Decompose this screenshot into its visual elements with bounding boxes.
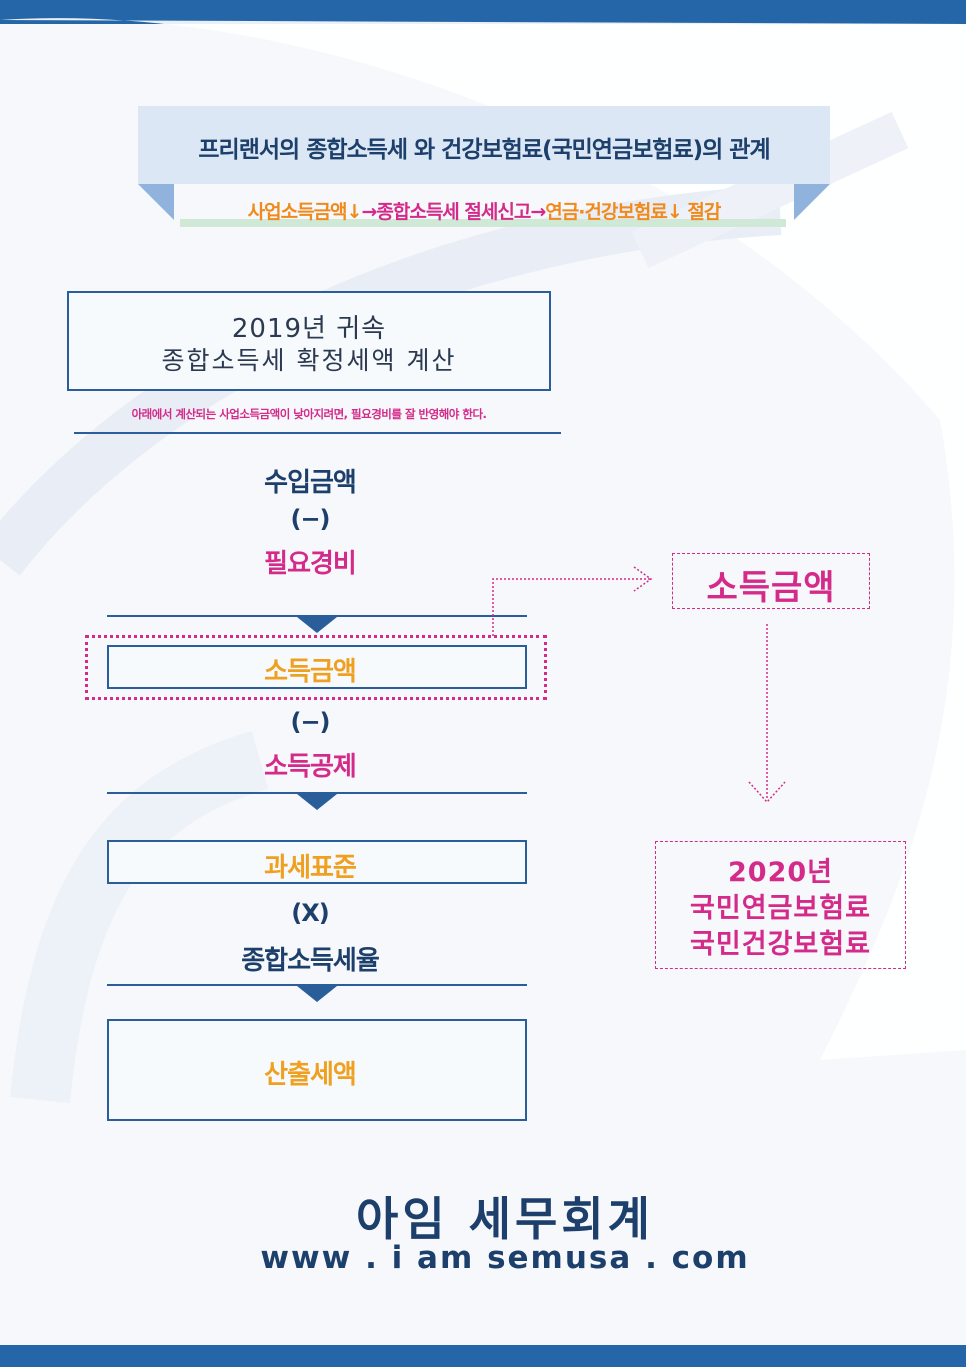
subtitle-arrow-1: → (361, 201, 377, 223)
subtitle-arrow-2: → (530, 201, 546, 223)
tax-rate-label: 종합소득세율 (241, 946, 380, 976)
website-url: www . i am semusa . com (260, 1240, 750, 1276)
minus-operator-1: (−) (290, 505, 330, 533)
expenses-label: 필요경비 (264, 549, 357, 579)
ribbon-fold-left (138, 184, 174, 220)
income-label: 수입금액 (264, 468, 357, 498)
times-operator: (X) (291, 899, 329, 927)
company-name: 아임 세무회계 (356, 1192, 654, 1246)
connector-up-line (492, 578, 650, 636)
subtitle-part-1: 사업소득금액↓ (247, 201, 363, 223)
banner-subtitle: 사업소득금액↓→종합소득세 절세신고→연금·건강보험료↓ 절감 (138, 197, 830, 224)
side-insurance-box (655, 841, 906, 969)
banner-ribbon (138, 106, 830, 184)
income-amount-box (107, 645, 527, 689)
side-year-label: 2020년 (728, 857, 833, 888)
tax-base-box (107, 840, 527, 884)
side-income-label: 소득금액 (706, 568, 836, 608)
down-triangle-2 (297, 794, 337, 810)
top-bar (0, 0, 966, 24)
bottom-bar (0, 1345, 966, 1367)
divider-2 (107, 792, 527, 794)
arrow-right-icon (633, 566, 653, 592)
header-note: 아래에서 계산되는 사업소득금액이 낮아지려면, 필요경비를 잘 반영해야 한다… (131, 407, 487, 421)
down-triangle-1 (297, 617, 337, 633)
header-divider (74, 432, 561, 434)
income-amount-highlight (85, 635, 547, 700)
header-box (67, 291, 551, 391)
side-pension-label: 국민연금보험료 (690, 893, 871, 924)
computed-tax-label: 산출세액 (264, 1060, 357, 1090)
tax-base-label: 과세표준 (264, 853, 357, 883)
divider-3 (107, 984, 527, 986)
divider-1 (107, 615, 527, 617)
deductions-label: 소득공제 (264, 752, 357, 782)
ribbon-fold-right (794, 184, 830, 220)
down-triangle-3 (297, 986, 337, 1002)
side-health-label: 국민건강보험료 (690, 929, 871, 960)
banner-title: 프리랜서의 종합소득세 와 건강보험료(국민연금보험료)의 관계 (198, 137, 770, 163)
computed-tax-box (107, 1019, 527, 1121)
arrow-down-icon (748, 781, 786, 804)
header-title-line1: 2019년 귀속 (231, 314, 387, 344)
header-title-line2: 종합소득세 확정세액 계산 (161, 346, 457, 375)
income-amount-label: 소득금액 (264, 657, 357, 687)
banner-underline (180, 219, 786, 227)
subtitle-part-2: 종합소득세 절세신고 (376, 201, 531, 223)
minus-operator-2: (−) (290, 708, 330, 736)
side-income-box (672, 553, 870, 609)
subtitle-part-3: 연금·건강보험료↓ 절감 (545, 201, 721, 223)
